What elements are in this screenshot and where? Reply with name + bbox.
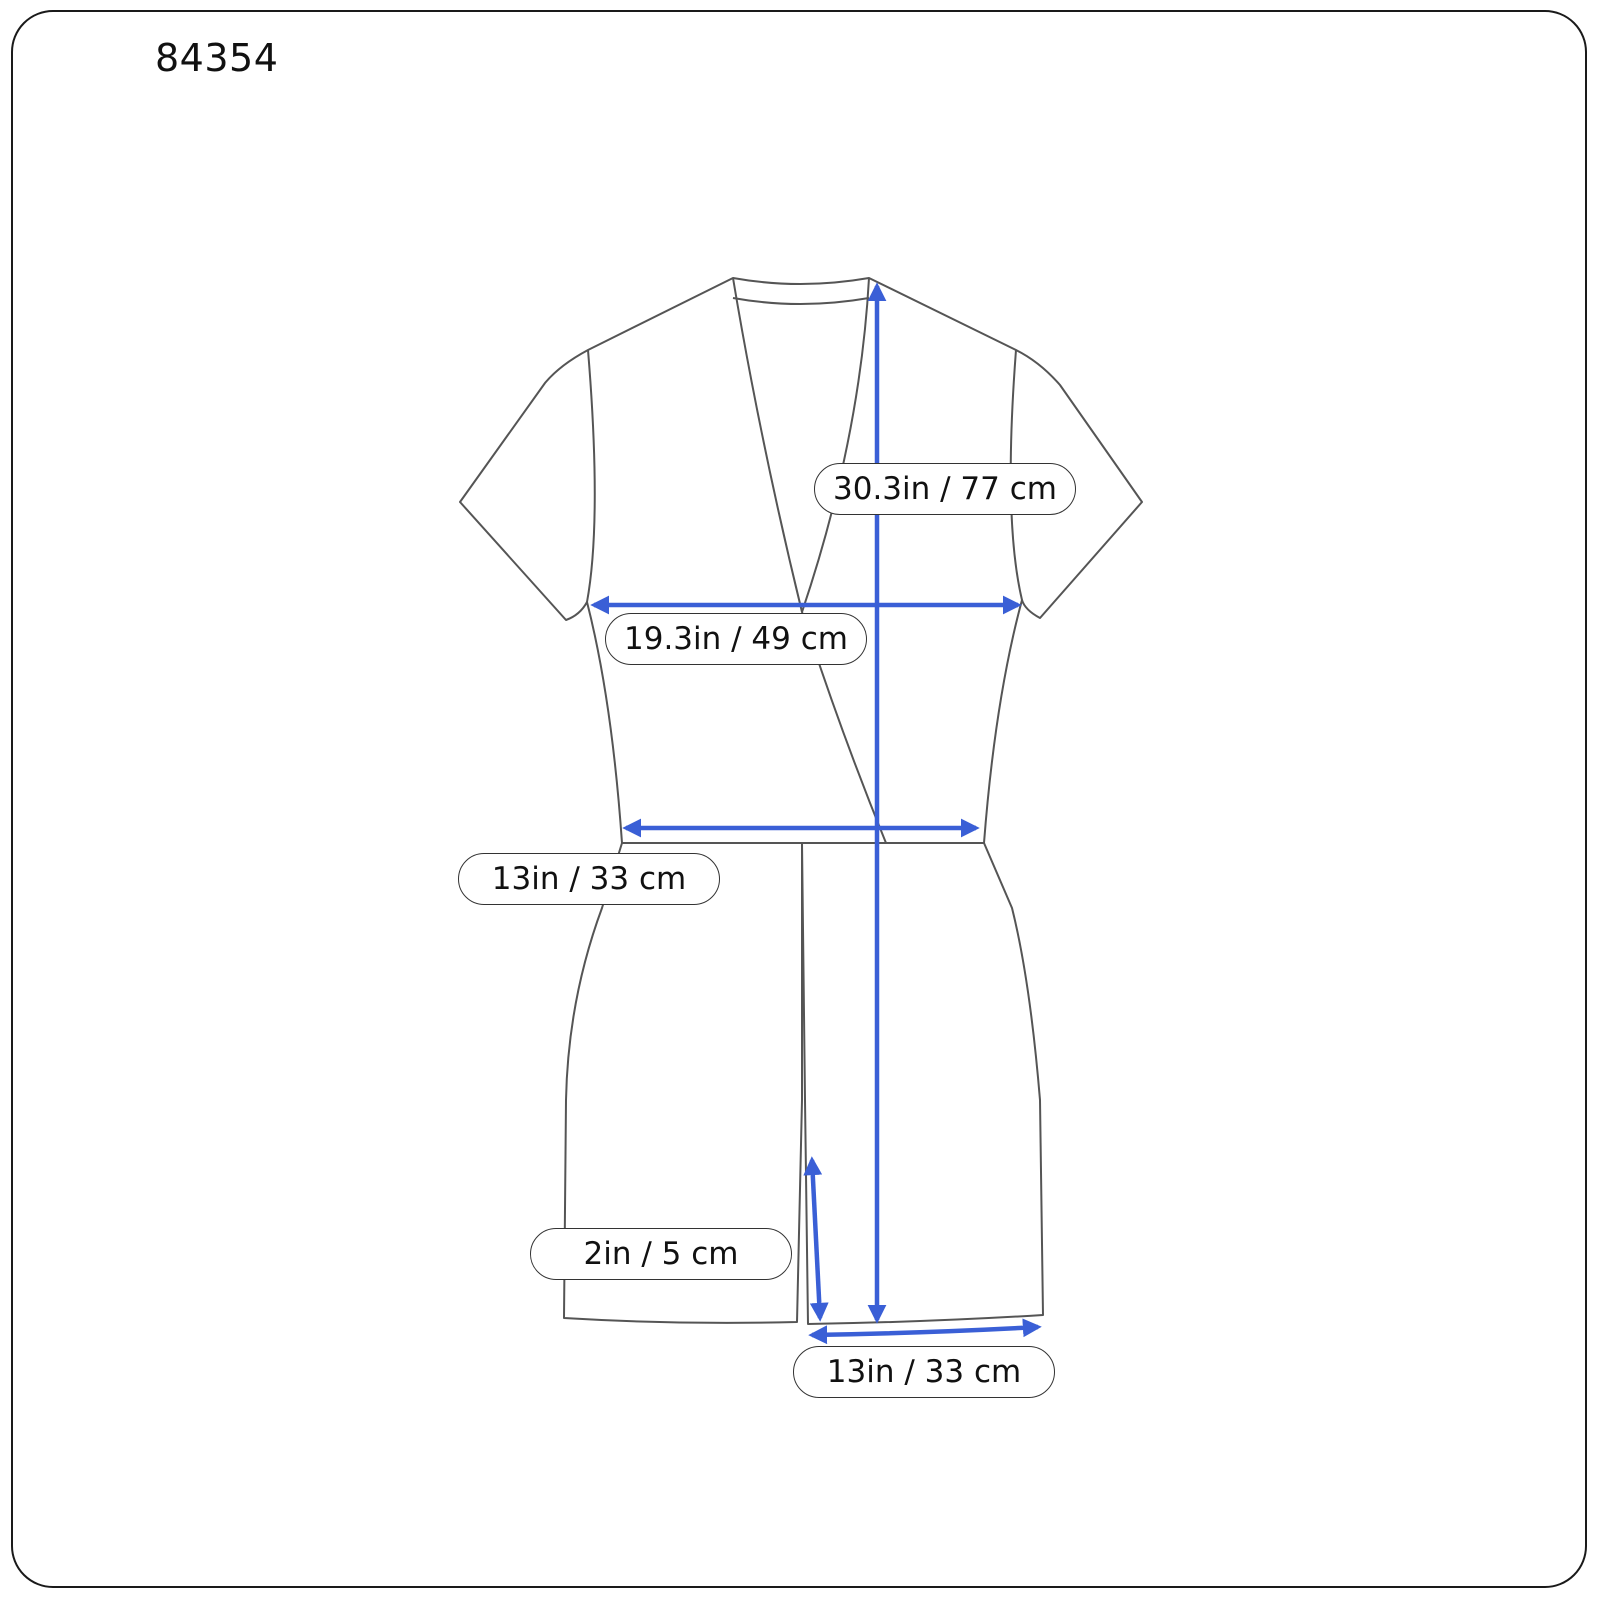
product-id: 84354 (155, 36, 279, 80)
hem-arrow (808, 1318, 1042, 1345)
length-label: 30.3in / 77 cm (814, 463, 1076, 515)
skirt-right (801, 842, 1044, 1325)
skirt-left (563, 842, 803, 1324)
wrap-left (732, 277, 887, 844)
hem-label: 13in / 33 cm (793, 1346, 1055, 1398)
waist-label: 13in / 33 cm (458, 853, 720, 905)
diagram-frame (11, 10, 1587, 1588)
wrap-right (801, 277, 870, 613)
neckband (732, 297, 870, 305)
slit-arrow (803, 1156, 829, 1322)
slit-label: 2in / 5 cm (530, 1228, 792, 1280)
armhole-left (586, 349, 596, 603)
chest-label: 19.3in / 49 cm (605, 613, 867, 665)
bodice-outline (459, 277, 1143, 844)
